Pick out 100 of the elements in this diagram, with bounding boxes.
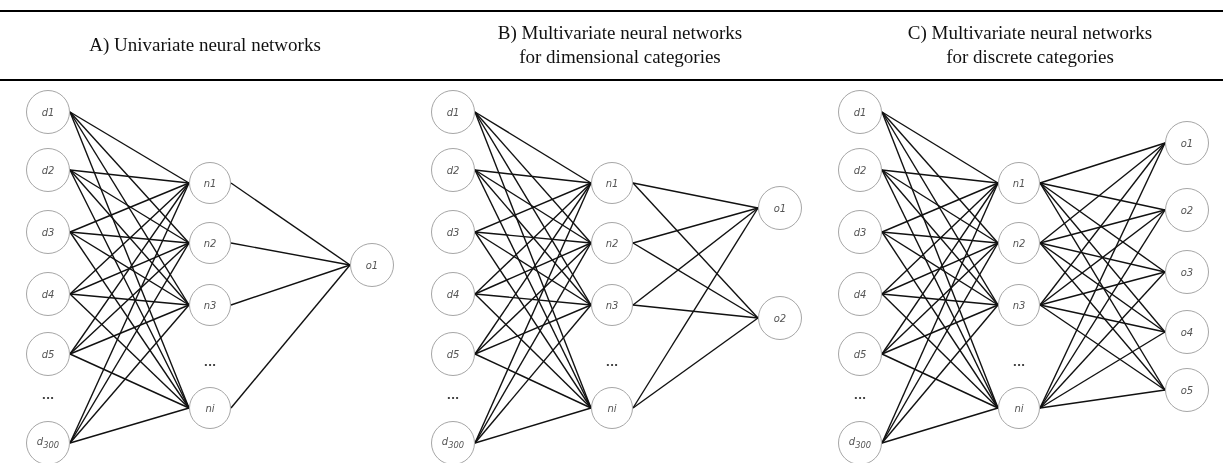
- connection-line: [881, 293, 999, 306]
- connection-line: [881, 111, 999, 184]
- connection-line: [69, 242, 190, 295]
- node-label: n3: [605, 299, 619, 311]
- connection-line: [881, 231, 999, 306]
- connection-line: [632, 207, 759, 306]
- connection-line: [632, 207, 759, 244]
- ellipsis: ...: [604, 357, 620, 369]
- output-node-circle: [1165, 250, 1209, 294]
- connection-line: [1039, 242, 1166, 273]
- connection-line: [881, 231, 999, 244]
- node-label: n3: [203, 299, 217, 311]
- input-node-circle: [431, 210, 475, 254]
- connection-line: [881, 407, 999, 444]
- connection-line: [1039, 242, 1166, 333]
- node-label: n1: [605, 177, 619, 189]
- node-label: n2: [605, 237, 619, 249]
- input-node-circle: [838, 90, 882, 134]
- node-label: d3: [41, 226, 55, 238]
- connection-line: [474, 169, 592, 244]
- connection-line: [474, 304, 592, 355]
- hidden-node-circle: [189, 284, 231, 326]
- hidden-node-circle: [998, 284, 1040, 326]
- output-node-circle: [758, 296, 802, 340]
- connection-line: [69, 353, 190, 409]
- connection-line: [69, 169, 190, 306]
- connection-line: [474, 169, 592, 306]
- input-node-circle: [838, 421, 882, 463]
- input-node-circle: [431, 272, 475, 316]
- connection-line: [69, 304, 190, 355]
- input-node-circle: [26, 90, 70, 134]
- connection-line: [1039, 142, 1166, 306]
- hidden-node-circle: [998, 222, 1040, 264]
- connection-line: [474, 242, 592, 295]
- input-node-circle: [838, 272, 882, 316]
- connection-line: [1039, 182, 1166, 273]
- ellipsis: ...: [852, 390, 868, 402]
- node-label: ni: [205, 402, 215, 414]
- node-label: d$_{300}$: [848, 436, 872, 450]
- connection-line: [881, 293, 999, 409]
- input-node-circle: [431, 332, 475, 376]
- connection-line: [1039, 331, 1166, 409]
- connection-line: [881, 169, 999, 184]
- connection-line: [474, 182, 592, 295]
- connection-line: [632, 207, 759, 409]
- node-label: d$_{300}$: [36, 436, 60, 450]
- node-label: o1: [365, 259, 379, 271]
- hidden-node-circle: [189, 162, 231, 204]
- connection-line: [474, 242, 592, 355]
- connection-line: [69, 182, 190, 355]
- node-label: n1: [203, 177, 217, 189]
- output-node-circle: [1165, 121, 1209, 165]
- output-node-circle: [1165, 310, 1209, 354]
- connection-line: [881, 242, 999, 355]
- node-label: n1: [1012, 177, 1026, 189]
- connection-line: [474, 293, 592, 306]
- hidden-node-circle: [591, 222, 633, 264]
- node-label: o3: [1180, 266, 1194, 278]
- connection-line: [69, 182, 190, 295]
- connection-line: [69, 304, 190, 444]
- hidden-node-circle: [998, 387, 1040, 429]
- node-label: n2: [203, 237, 217, 249]
- ellipsis: ...: [445, 390, 461, 402]
- node-label: d3: [446, 226, 460, 238]
- connection-line: [69, 231, 190, 306]
- connection-line: [1039, 304, 1166, 391]
- node-label: d4: [446, 288, 460, 300]
- connection-line: [881, 169, 999, 306]
- node-label: ni: [1014, 402, 1024, 414]
- connection-line: [881, 182, 999, 295]
- connection-line: [632, 304, 759, 319]
- connection-line: [881, 169, 999, 244]
- node-label: o5: [1180, 384, 1194, 396]
- ellipsis: ...: [202, 357, 218, 369]
- input-node-circle: [26, 210, 70, 254]
- node-label: d2: [853, 164, 867, 176]
- hidden-node-circle: [189, 387, 231, 429]
- connection-line: [1039, 142, 1166, 184]
- connection-line: [1039, 304, 1166, 333]
- input-node-circle: [431, 90, 475, 134]
- connection-line: [230, 182, 351, 266]
- input-node-circle: [26, 148, 70, 192]
- connection-line: [474, 111, 592, 184]
- connection-line: [69, 169, 190, 244]
- connection-line: [230, 264, 351, 409]
- node-label: d3: [853, 226, 867, 238]
- node-label: d$_{300}$: [441, 436, 465, 450]
- connection-line: [474, 231, 592, 306]
- node-label: d1: [446, 106, 460, 118]
- connection-line: [1039, 182, 1166, 211]
- connection-line: [881, 111, 999, 244]
- connection-line: [1039, 209, 1166, 306]
- connection-line: [474, 111, 592, 244]
- node-label: ni: [607, 402, 617, 414]
- node-label: n2: [1012, 237, 1026, 249]
- connection-line: [474, 231, 592, 244]
- node-label: o2: [1180, 204, 1194, 216]
- connection-line: [1039, 142, 1166, 244]
- node-label: d5: [446, 348, 460, 360]
- node-label: d2: [446, 164, 460, 176]
